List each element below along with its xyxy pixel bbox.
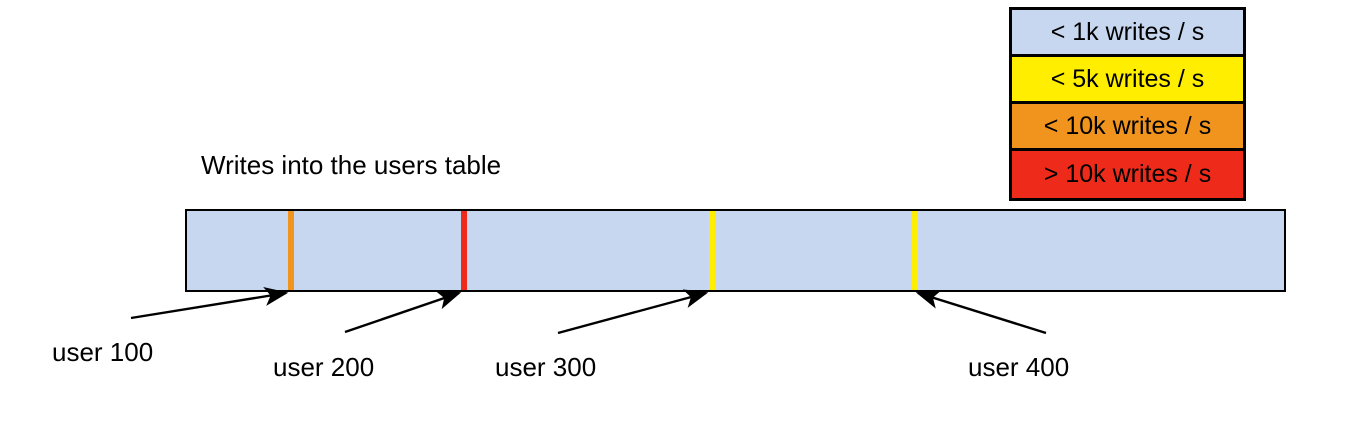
users-table-bar bbox=[185, 209, 1286, 292]
legend-row-lt-10k: < 10k writes / s bbox=[1012, 104, 1243, 151]
marker-stripe-user-300 bbox=[709, 211, 715, 290]
legend-label-lt-5k: < 5k writes / s bbox=[1050, 64, 1205, 93]
legend-label-lt-10k: < 10k writes / s bbox=[1043, 111, 1212, 140]
legend-label-gt-10k: > 10k writes / s bbox=[1043, 160, 1212, 188]
annotation-label-user-200: user 200 bbox=[273, 352, 375, 382]
arrow-user-100 bbox=[130, 286, 289, 320]
legend: < 1k writes / s < 5k writes / s < 10k wr… bbox=[1009, 7, 1246, 201]
legend-row-lt-5k: < 5k writes / s bbox=[1012, 57, 1243, 104]
legend-row-gt-10k: > 10k writes / s bbox=[1012, 151, 1243, 198]
marker-stripe-user-200 bbox=[461, 211, 467, 290]
arrow-user-200 bbox=[344, 290, 462, 334]
legend-label-lt-1k: < 1k writes / s bbox=[1050, 17, 1205, 46]
annotation-label-user-300: user 300 bbox=[495, 352, 597, 382]
annotation-label-user-100: user 100 bbox=[52, 337, 154, 367]
arrow-user-300 bbox=[557, 289, 709, 335]
legend-row-lt-1k: < 1k writes / s bbox=[1012, 10, 1243, 57]
marker-stripe-user-400 bbox=[912, 211, 918, 290]
chart-title: Writes into the users table bbox=[201, 150, 502, 180]
marker-stripe-user-100 bbox=[288, 211, 294, 290]
annotation-label-user-400: user 400 bbox=[968, 352, 1070, 382]
arrow-user-400 bbox=[915, 290, 1047, 335]
